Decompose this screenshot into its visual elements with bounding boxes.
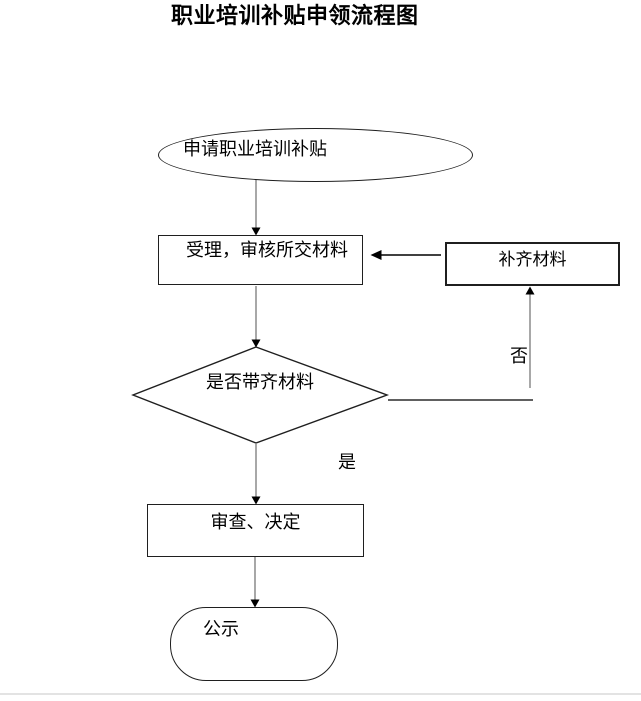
page-break-line bbox=[0, 693, 641, 695]
node-start-terminator: 申请职业培训补贴 bbox=[158, 128, 473, 182]
page-title: 职业培训补贴申领流程图 bbox=[171, 3, 419, 28]
node-review-decide-box: 审查、决定 bbox=[147, 504, 364, 557]
node-decision-label: 是否带齐材料 bbox=[206, 372, 314, 392]
arrow-decision-to-review bbox=[251, 443, 261, 505]
edge-label-yes: 是 bbox=[338, 452, 356, 472]
arrow-review-to-publicity bbox=[250, 557, 260, 608]
arrow-supplement-to-accept bbox=[370, 250, 441, 260]
node-accept-process-box: 受理，审核所交材料 bbox=[158, 235, 363, 285]
arrow-accept-to-decision bbox=[251, 286, 261, 348]
arrow-start-to-accept bbox=[251, 180, 261, 236]
decision-diamond-shape bbox=[131, 346, 390, 444]
node-supplement-materials-box: 补齐材料 bbox=[445, 242, 620, 286]
edge-label-no: 否 bbox=[510, 346, 528, 366]
node-publicity-terminator: 公示 bbox=[170, 607, 338, 681]
arrow-no-branch-to-supplement bbox=[525, 286, 535, 388]
